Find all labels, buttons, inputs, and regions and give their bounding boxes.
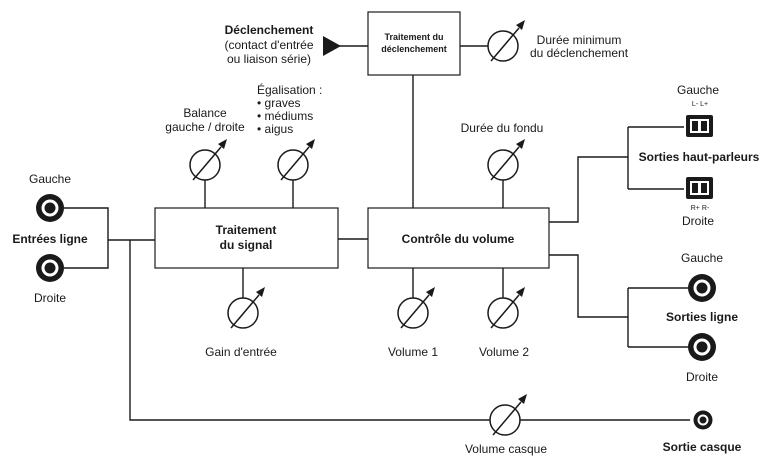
balance-label-2: gauche / droite [165, 120, 245, 134]
line-output-right-jack-icon [688, 333, 716, 361]
volume-control-label: Contrôle du volume [402, 232, 515, 246]
line-input-left-label: Gauche [29, 172, 71, 186]
line-output-right-label: Droite [686, 370, 718, 384]
input-gain-control [227, 287, 265, 329]
line-input-right-label: Droite [34, 291, 66, 305]
line-inputs-title: Entrées ligne [12, 232, 88, 246]
line-output-left-jack-icon [688, 274, 716, 302]
headphone-output-jack-icon [693, 410, 713, 430]
volume2-label: Volume 2 [479, 345, 529, 359]
signal-processing-box [154, 207, 339, 269]
trigger-processing-box [367, 11, 461, 76]
connection-wires [64, 45, 690, 421]
fade-duration-control [487, 139, 525, 181]
min-trigger-duration-label-1: Durée minimum [537, 33, 622, 47]
trigger-processing-label-2: déclenchement [381, 44, 447, 54]
min-trigger-duration-label-2: du déclenchement [530, 46, 629, 60]
speaker-outputs-title: Sorties haut-parleurs [639, 150, 760, 164]
signal-processing-label-1: Traitement [216, 223, 277, 237]
equalisation-bass: • graves [257, 96, 301, 110]
volume-control-box [367, 207, 550, 269]
line-input-right-jack-icon [36, 254, 64, 282]
speaker-right-terminal-icon [686, 177, 713, 199]
equalisation-title: Égalisation : [257, 82, 322, 97]
line-output-left-label: Gauche [681, 251, 723, 265]
headphone-volume-control [489, 394, 527, 436]
volume2-control [487, 287, 525, 329]
trigger-processing-label-1: Traitement du [384, 32, 443, 42]
speaker-right-label: Droite [682, 214, 714, 228]
trigger-title: Déclenchement [225, 23, 314, 37]
trigger-arrow-icon [323, 36, 341, 56]
min-trigger-duration-control [487, 20, 525, 62]
balance-control [189, 139, 227, 181]
headphone-output-title: Sortie casque [663, 440, 742, 454]
speaker-right-pins: R+ R- [691, 205, 710, 212]
volume1-label: Volume 1 [388, 345, 438, 359]
input-gain-label: Gain d'entrée [205, 345, 277, 359]
trigger-subtitle-1: (contact d'entrée [224, 38, 313, 52]
speaker-left-terminal-icon [686, 115, 713, 137]
signal-processing-label-2: du signal [220, 238, 273, 252]
equalisation-treble: • aigus [257, 122, 293, 136]
trigger-subtitle-2: ou liaison série) [227, 52, 311, 66]
volume1-control [397, 287, 435, 329]
headphone-volume-label: Volume casque [465, 442, 547, 456]
trigger-block: Déclenchement (contact d'entrée ou liais… [224, 23, 341, 66]
equalisation-mid: • médiums [257, 109, 313, 123]
line-outputs-title: Sorties ligne [666, 310, 738, 324]
line-input-left-jack-icon [36, 194, 64, 222]
speaker-left-pins: L- L+ [692, 101, 708, 108]
equalisation-control [277, 139, 315, 181]
balance-label-1: Balance [183, 106, 227, 120]
speaker-left-label: Gauche [677, 83, 719, 97]
fade-duration-label: Durée du fondu [461, 121, 544, 135]
